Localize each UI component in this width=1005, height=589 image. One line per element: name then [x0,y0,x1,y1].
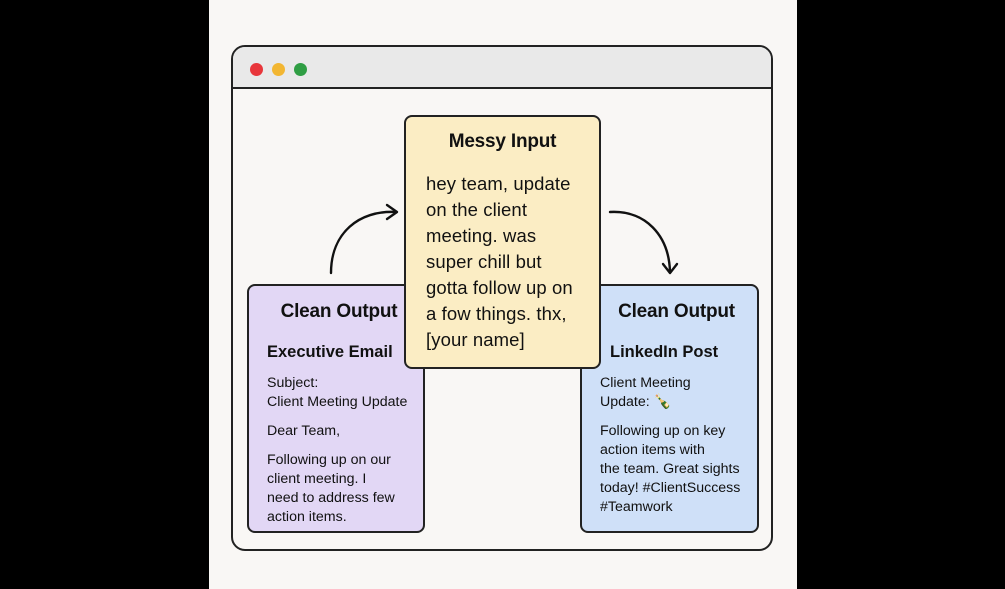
post-line: the team. Great sights [600,461,740,477]
messy-line: on the client [426,199,528,220]
maximize-dot-icon[interactable] [294,63,307,76]
window-titlebar [233,47,771,89]
subject-text: Client Meeting Update [267,394,408,410]
email-line: client meeting. I [267,471,367,487]
messy-line: meeting. was [426,225,537,246]
post-line: today! #ClientSuccess [600,480,741,496]
messy-input-text: hey team, update on the client meeting. … [426,171,596,353]
messy-line: super chill but [426,251,542,272]
email-line: need to address few [267,490,395,506]
email-line: Following up on our [267,452,391,468]
minimize-dot-icon[interactable] [272,63,285,76]
card-title: Clean Output [280,301,398,322]
post-body: Client Meeting Update: 🍾 Following up on… [600,374,758,517]
card-subtitle: LinkedIn Post [610,343,719,361]
subject-label: Subject: [267,375,319,391]
messy-line: [your name] [426,329,525,350]
email-line: action items. [267,509,347,525]
messy-input-card: Messy Input hey team, update on the clie… [404,115,601,369]
clean-output-email-card: Clean Output Executive Email Subject: Cl… [247,284,425,533]
card-subtitle: Executive Email [267,343,393,361]
close-dot-icon[interactable] [250,63,263,76]
clean-output-linkedin-card: Clean Output LinkedIn Post Client Meetin… [580,284,759,533]
messy-line: gotta follow up on [426,277,573,298]
messy-line: a fow things. thx, [426,303,567,324]
post-heading-line: Client Meeting [600,375,691,391]
illustration-canvas: Clean Output Executive Email Subject: Cl… [209,0,797,589]
messy-line: hey team, update [426,173,571,194]
email-body: Subject: Client Meeting Update Dear Team… [267,374,422,527]
card-title: Messy Input [448,131,557,152]
post-line: action items with [600,442,705,458]
card-title: Clean Output [618,301,735,322]
post-line: #Teamwork [600,499,673,515]
post-heading-line: Update: 🍾 [600,394,672,410]
greeting-text: Dear Team, [267,423,341,439]
post-line: Following up on key [600,423,726,439]
